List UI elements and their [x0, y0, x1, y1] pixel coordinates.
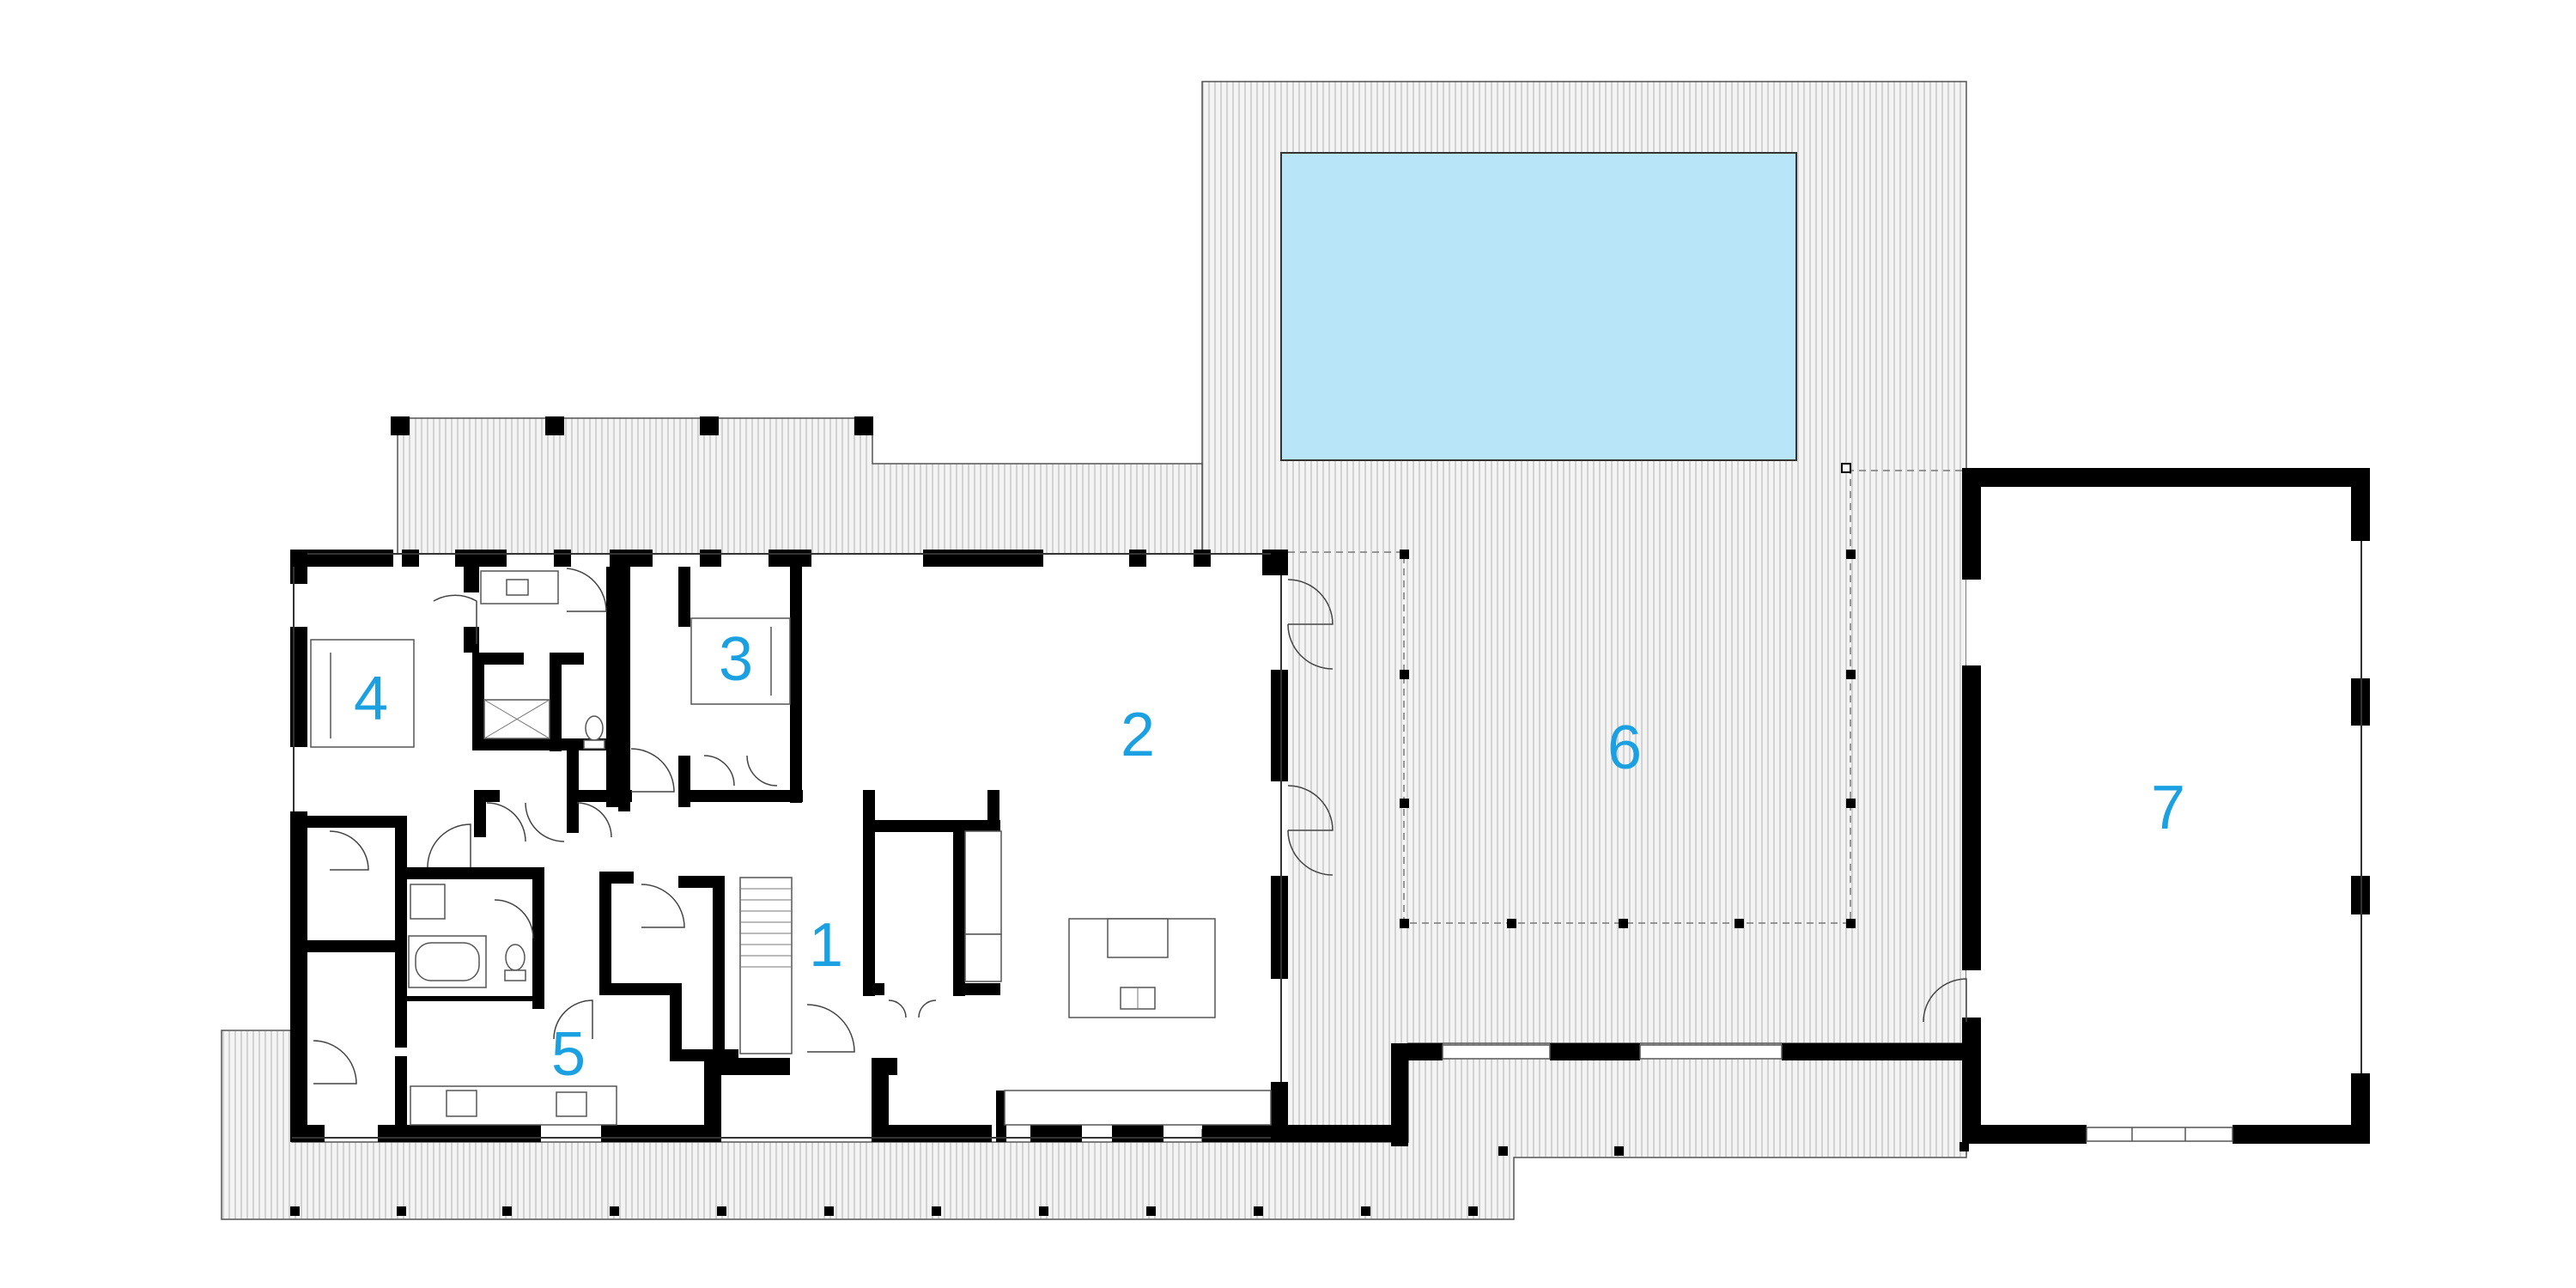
room-label-7: 7 [2151, 774, 2185, 842]
room-label-6: 6 [1607, 714, 1642, 782]
fixtures [310, 570, 1272, 1126]
interior-walls [307, 567, 1000, 1125]
room-label-3: 3 [719, 625, 753, 694]
stair [739, 877, 793, 1054]
exterior-walls [290, 468, 2370, 1146]
room-label-5: 5 [551, 1020, 586, 1089]
toilet-bath-5 [505, 944, 526, 971]
room-label-2: 2 [1121, 701, 1155, 769]
north-deck [397, 417, 1203, 559]
bed-room-3 [690, 617, 791, 705]
doors [313, 568, 1967, 1084]
sink-bath-5 [410, 884, 446, 920]
room-label-1: 1 [809, 911, 843, 980]
kitchen-counter [1004, 1090, 1272, 1126]
posts [290, 416, 1969, 1216]
pool [1280, 152, 1797, 461]
toilet-bath-4 [585, 715, 604, 741]
room-label-4: 4 [354, 665, 388, 733]
room-labels: 1 2 3 4 5 6 7 [354, 625, 2185, 1089]
bed-room-4 [310, 639, 415, 748]
